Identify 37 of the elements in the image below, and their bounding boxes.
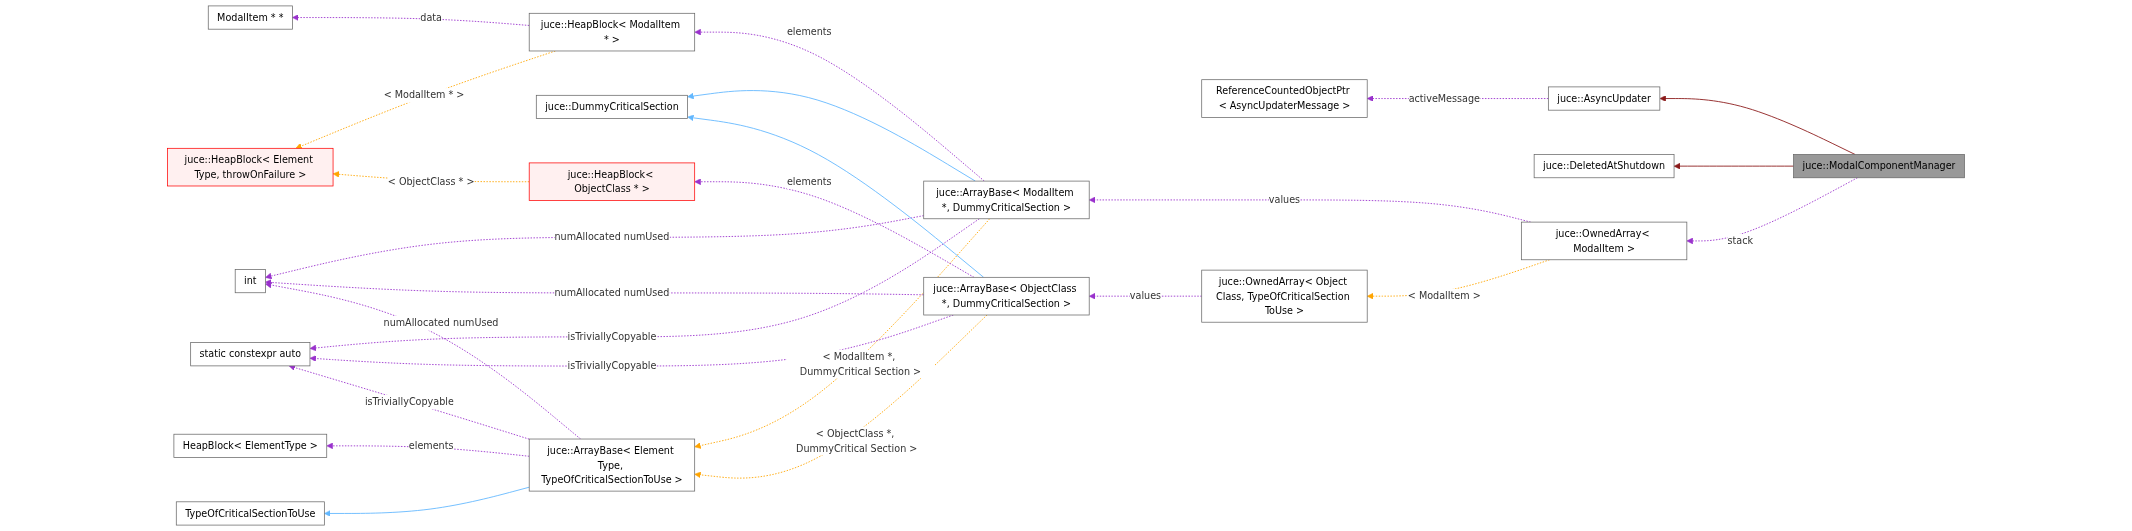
edge-label: elements (786, 176, 832, 188)
node-box: ReferenceCountedObjectPtr < AsyncUpdaterMessage > (1201, 79, 1368, 118)
edge-label: activeMessage (1408, 92, 1480, 104)
edge-label: < ModalItem > (1407, 290, 1481, 302)
node-box: juce::DeletedAtShutdown (1533, 154, 1675, 179)
edge-label: data (420, 11, 442, 23)
node-box: int (234, 269, 266, 294)
edge-label: < ObjectClass * > (387, 176, 475, 188)
node-box: juce::ModalComponentManager (1793, 154, 1965, 179)
edge-label: stack (1727, 235, 1753, 247)
node-box: juce::ArrayBase< ModalItem *, DummyCriticalSection > (923, 180, 1090, 220)
edge-label: numAllocated numUsed (554, 287, 670, 299)
node-box: juce::ArrayBase< ObjectClass *, DummyCriticalSection > (923, 276, 1090, 316)
node-box: juce::OwnedArray< ModalItem > (1521, 221, 1688, 261)
node-box: TypeOfCriticalSectionToUse (175, 501, 325, 526)
node-box: static constexpr auto (190, 342, 311, 367)
node-box: juce::HeapBlock< ModalItem * > (528, 12, 696, 52)
node-box: juce::HeapBlock< Element Type, throwOnFailure > (167, 147, 334, 187)
edge-label: elements (786, 26, 832, 38)
node-box: HeapBlock< ElementType > (173, 433, 328, 458)
edge-label: isTriviallyCopyable (567, 331, 657, 343)
node-box: juce::OwnedArray< Object Class, TypeOfCriticalSection ToUse > (1201, 269, 1368, 323)
edge-label: numAllocated numUsed (383, 317, 499, 329)
edge-label: elements (408, 440, 454, 452)
edge-label: values (1268, 194, 1301, 206)
edge-label: isTriviallyCopyable (364, 396, 454, 408)
edge-label: isTriviallyCopyable (567, 360, 657, 372)
edge-label: values (1129, 290, 1162, 302)
node-box: ModalItem * * (207, 5, 293, 30)
node-box: juce::DummyCriticalSection (535, 94, 688, 119)
node-box: juce::ArrayBase< Element Type, TypeOfCriticalSectionToUse > (528, 438, 696, 492)
node-box: juce::AsyncUpdater (1547, 86, 1661, 111)
edge-label: numAllocated numUsed (554, 231, 670, 243)
edge-label: < ModalItem * > (383, 89, 465, 101)
node-box: juce::HeapBlock< ObjectClass * > (528, 162, 696, 201)
edge-label: < ObjectClass *, DummyCritical Section > (796, 428, 918, 454)
edge-label: < ModalItem *, DummyCritical Section > (799, 351, 922, 377)
